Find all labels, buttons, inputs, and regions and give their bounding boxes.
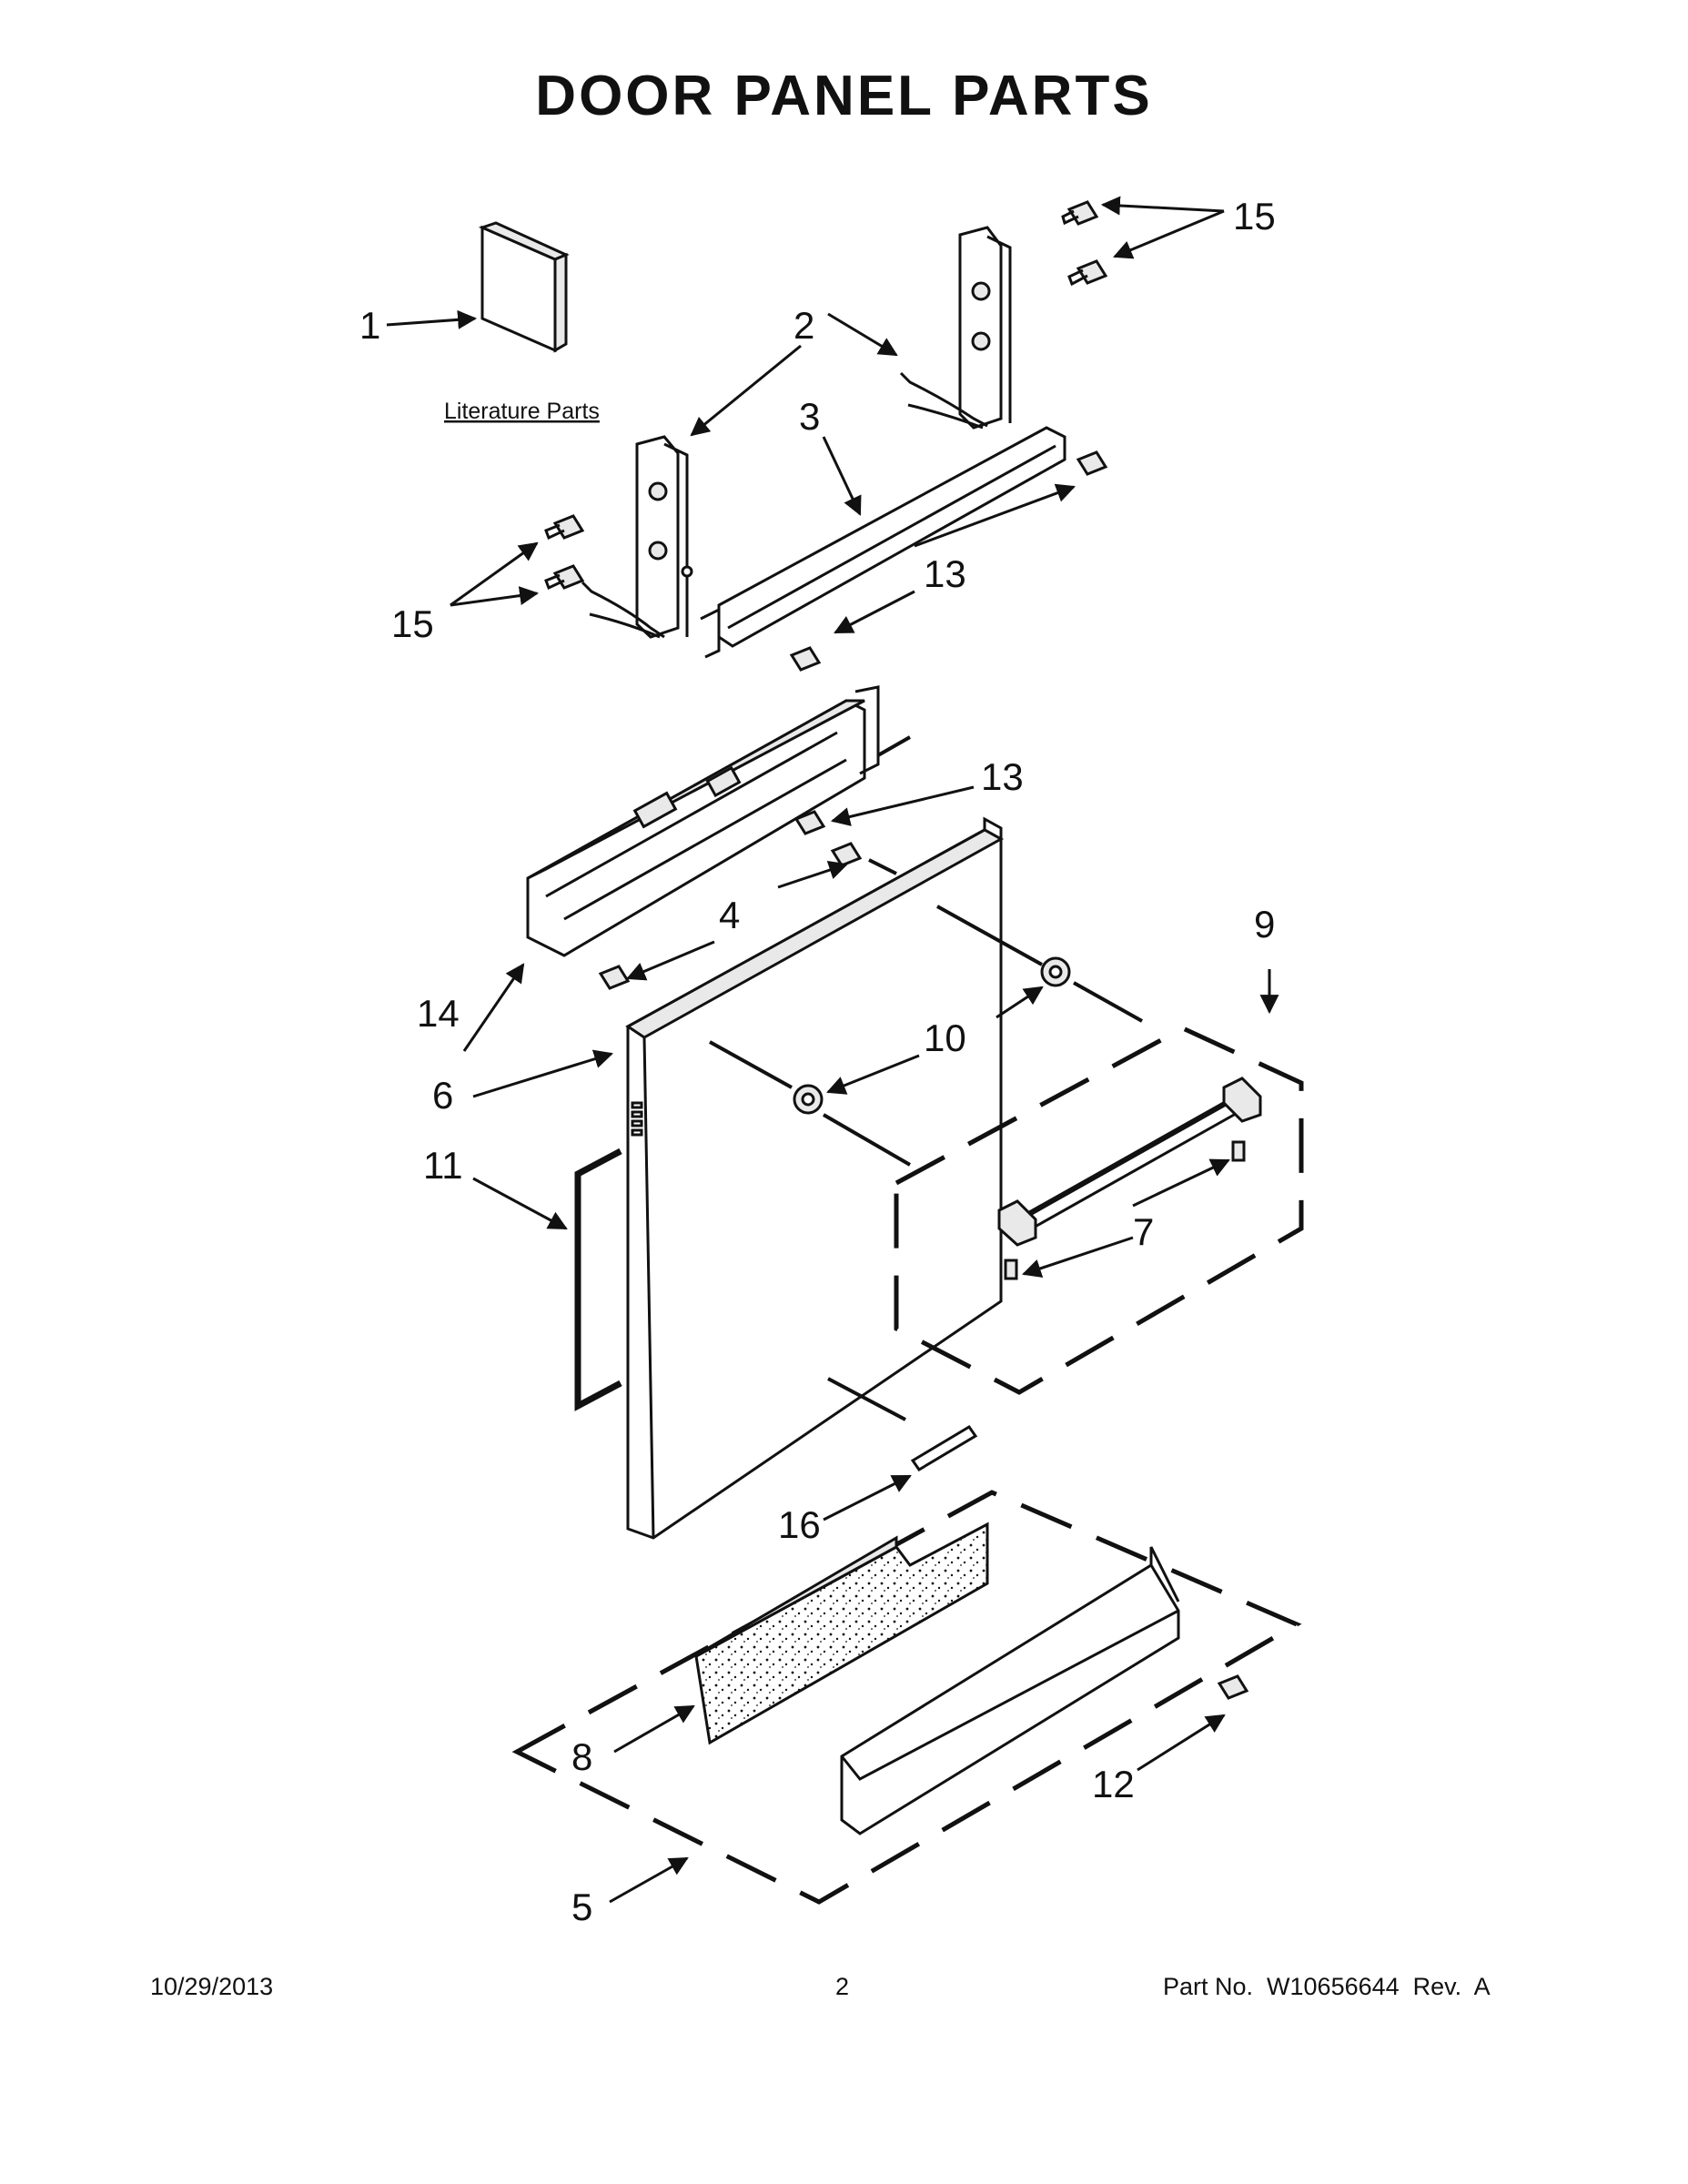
control-console-part xyxy=(526,685,880,957)
footer-date: 10/29/2013 xyxy=(150,1973,274,2000)
handle-screw-icon xyxy=(1231,1140,1246,1162)
callout-2: 2 xyxy=(793,304,814,347)
handle-screw-icon xyxy=(1004,1259,1018,1280)
leader-arrows xyxy=(386,196,1279,1904)
kickplate-part xyxy=(840,1546,1180,1835)
standoff-icon xyxy=(793,1084,824,1115)
lower-kit-boundary xyxy=(511,1490,1302,1905)
callout-11: 11 xyxy=(423,1144,463,1187)
outer-door-panel-part xyxy=(625,816,1005,1540)
screw-icon xyxy=(544,564,585,591)
footer-page-number: 2 xyxy=(835,1973,850,2000)
callout-1: 1 xyxy=(359,304,380,347)
handle-part xyxy=(997,1077,1262,1247)
handle-kit-boundary xyxy=(894,1026,1304,1395)
footer-part-number: Part No. W10656644 Rev. A xyxy=(1163,1973,1491,2000)
callout-14: 14 xyxy=(417,992,460,1035)
callout-16: 16 xyxy=(778,1503,821,1546)
screw-icon xyxy=(789,646,822,672)
screw-icon xyxy=(1217,1674,1249,1700)
standoff-icon xyxy=(1040,956,1071,987)
screw-icon xyxy=(544,514,585,541)
callout-13-mid: 13 xyxy=(981,755,1024,798)
callout-7: 7 xyxy=(1133,1210,1154,1253)
callout-15-top: 15 xyxy=(1233,195,1276,238)
callout-4: 4 xyxy=(719,894,740,936)
screw-icon xyxy=(598,965,631,990)
badge-part xyxy=(910,1424,978,1472)
screw-icon xyxy=(1061,200,1099,226)
screw-icon xyxy=(830,842,863,867)
callout-3: 3 xyxy=(799,395,820,438)
right-hinge-bracket-part xyxy=(899,226,1012,430)
callout-8: 8 xyxy=(571,1735,592,1778)
top-channel-part xyxy=(700,426,1066,659)
page-title: DOOR PANEL PARTS xyxy=(535,65,1153,127)
callout-5: 5 xyxy=(571,1886,592,1928)
callout-6: 6 xyxy=(432,1074,453,1117)
callout-9: 9 xyxy=(1254,903,1275,945)
screw-icon xyxy=(1067,259,1108,287)
screw-icon xyxy=(793,810,826,835)
insulation-pad-part xyxy=(694,1522,989,1745)
gasket-strip-part xyxy=(574,1148,622,1411)
callout-15-left: 15 xyxy=(391,602,434,645)
callout-12: 12 xyxy=(1092,1763,1135,1805)
callout-13-top: 13 xyxy=(924,552,966,595)
screw-icon xyxy=(1076,450,1108,476)
callout-10: 10 xyxy=(924,1016,966,1059)
left-hinge-bracket-part xyxy=(581,435,693,639)
alignment-lines xyxy=(709,735,1143,1421)
literature-parts-label: Literature Parts xyxy=(444,399,600,424)
literature-booklet-part xyxy=(478,221,570,353)
